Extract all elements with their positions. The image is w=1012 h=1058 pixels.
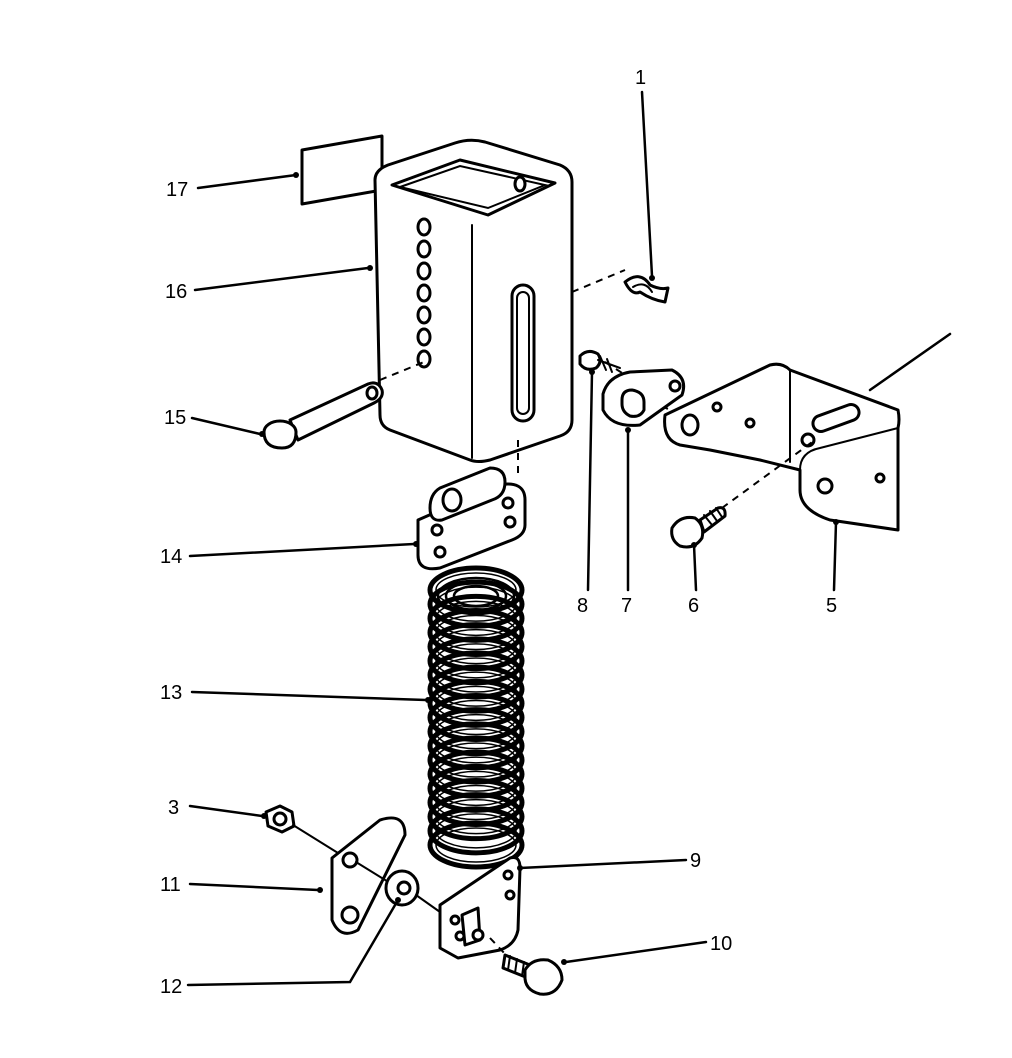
callout-15: 15 — [164, 407, 186, 429]
part-1-clip — [623, 275, 670, 304]
part-6-bolt — [670, 439, 816, 549]
callout-6: 6 — [688, 595, 699, 617]
part-16-hole-row — [416, 217, 432, 369]
callout-13: 13 — [160, 682, 182, 704]
spring-coil — [427, 806, 525, 856]
part-3-nut — [264, 804, 339, 854]
callout-14: 14 — [160, 546, 182, 568]
spring-coil-inner — [435, 643, 517, 679]
part-16-square-tube — [373, 138, 574, 463]
callout-11: 11 — [160, 874, 181, 896]
spring-coil-inner — [435, 614, 517, 651]
spring-coil-inner — [435, 770, 517, 807]
spring-coil-inner — [435, 742, 517, 778]
spring-coil-inner — [435, 685, 517, 722]
callout-labels: 1 3 5 6 7 8 9 10 11 12 13 14 15 16 17 — [160, 67, 837, 998]
spring-coil-inner — [435, 798, 517, 835]
spring-coil-inner — [435, 628, 517, 665]
spring-coil-inner — [435, 728, 517, 764]
callout-8: 8 — [577, 595, 588, 617]
callout-5: 5 — [826, 595, 837, 617]
spring-coil-inner — [435, 813, 517, 849]
spring-top-coil — [436, 576, 516, 616]
spring-coil — [427, 820, 525, 870]
spring-coil-inner — [435, 784, 517, 821]
part-10-bolt — [489, 937, 564, 996]
part-15-pin — [262, 381, 384, 450]
spring-coil-inner — [435, 699, 517, 736]
callout-9: 9 — [690, 850, 701, 872]
spring-coil-inner — [435, 827, 517, 863]
callout-leaders — [186, 90, 839, 987]
callout-1: 1 — [635, 67, 646, 89]
part-13-coil-spring — [427, 565, 525, 870]
spring-coil-inner — [435, 657, 517, 693]
callout-16: 16 — [165, 281, 187, 303]
part-5-u-bracket — [663, 332, 952, 532]
part-8-screw — [578, 349, 621, 373]
part-7-boss-plate — [601, 368, 686, 427]
callout-17: 17 — [166, 179, 188, 201]
callout-12: 12 — [160, 976, 182, 998]
callout-7: 7 — [621, 595, 632, 617]
spring-coil-inner — [435, 713, 517, 750]
part-9-lower-bracket — [438, 856, 522, 960]
part-12-washer — [384, 869, 441, 913]
spring-top-coil — [452, 584, 500, 608]
spring-coil-inner — [435, 671, 517, 707]
spring-top-coil — [444, 580, 508, 612]
spring-coil — [427, 792, 525, 842]
callout-10: 10 — [710, 933, 732, 955]
spring-coil-inner — [435, 756, 517, 792]
part-17-decal — [300, 134, 384, 206]
spring-coil-inner — [435, 600, 517, 637]
part-14-pivot-block — [416, 466, 527, 571]
callout-3: 3 — [168, 797, 179, 819]
